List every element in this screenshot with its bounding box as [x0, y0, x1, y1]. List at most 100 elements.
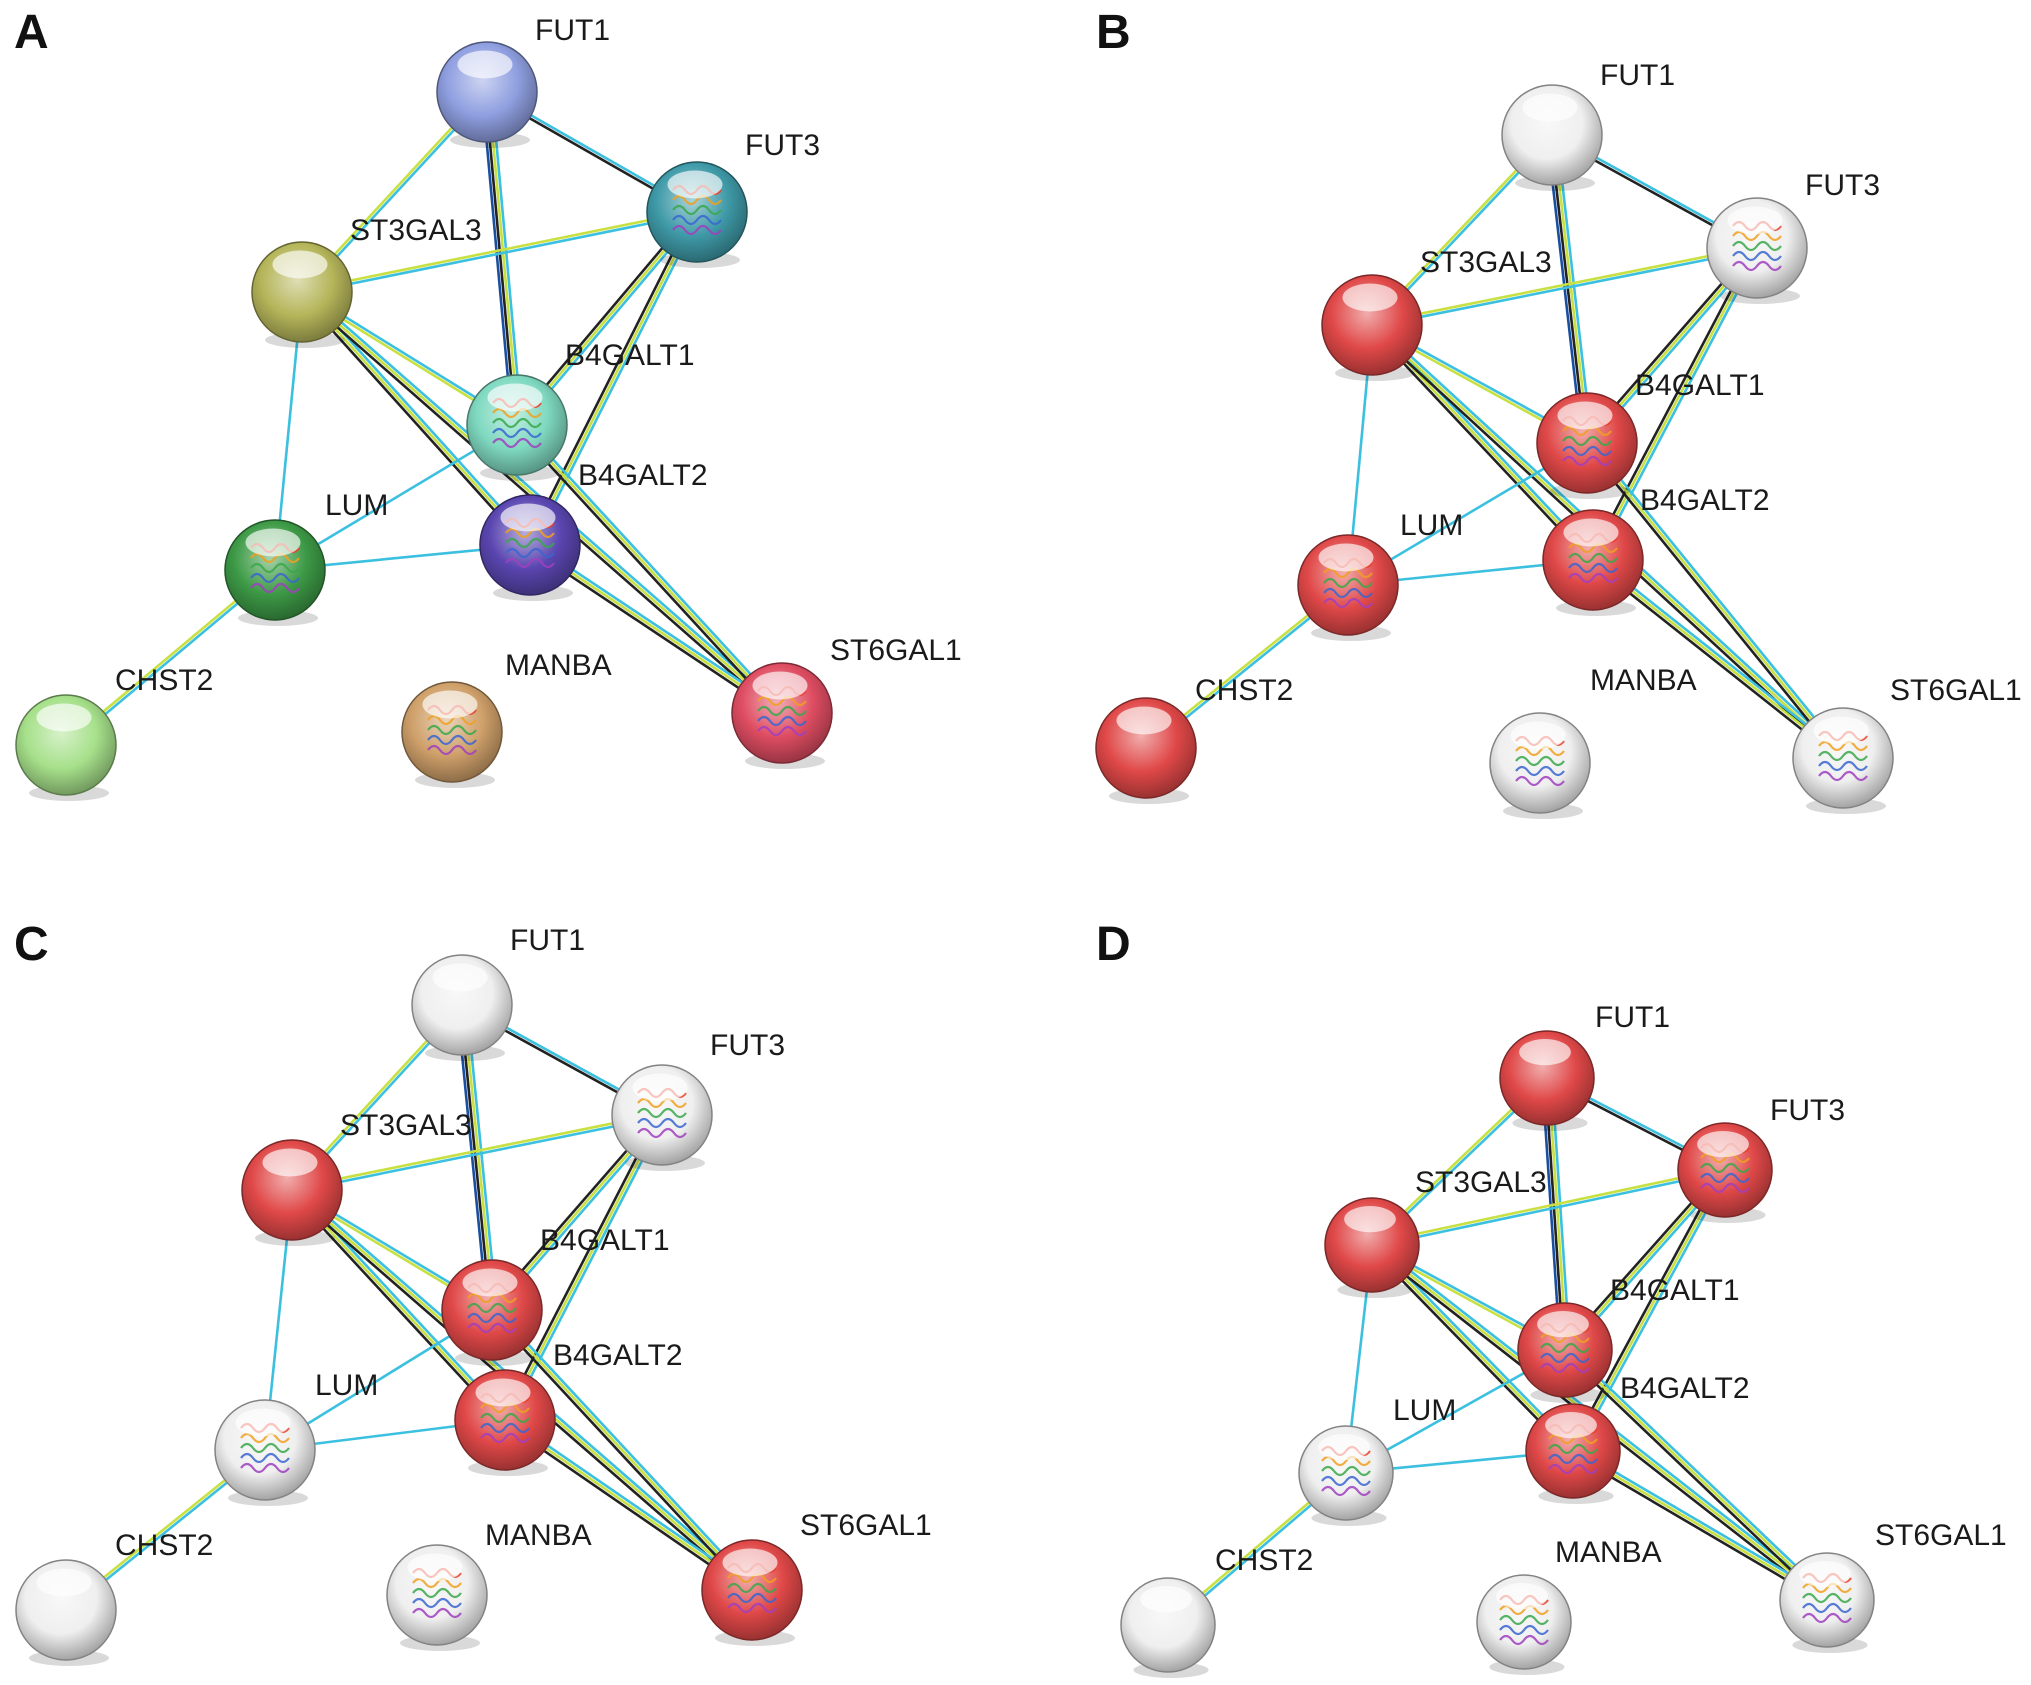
node-b4galt1[interactable] — [466, 374, 568, 481]
node-st3gal3[interactable] — [251, 241, 353, 348]
node-highlight — [36, 703, 92, 732]
node-highlight — [1697, 1130, 1749, 1158]
edge-line — [465, 1004, 499, 1310]
edge-line — [531, 212, 702, 548]
node-highlight — [462, 1268, 518, 1297]
node-label-b4galt2: B4GALT2 — [1640, 484, 1770, 517]
edge-line — [1573, 1447, 1830, 1599]
node-label-fut3: FUT3 — [1770, 1094, 1845, 1127]
node-label-chst2: CHST2 — [1195, 674, 1293, 707]
edge-line — [462, 1004, 495, 1310]
edge-fut3-st3gal3 — [301, 209, 698, 295]
edge-line — [1574, 1170, 1729, 1454]
node-fut1[interactable] — [1499, 1030, 1595, 1131]
node-label-b4galt1: B4GALT1 — [1610, 1274, 1740, 1307]
node-label-fut1: FUT1 — [1595, 1001, 1670, 1034]
node-b4galt1[interactable] — [441, 1259, 543, 1366]
node-manba[interactable] — [386, 1544, 488, 1651]
node-b4galt2[interactable] — [454, 1369, 556, 1476]
node-fut3[interactable] — [646, 161, 748, 268]
edge-line — [487, 91, 520, 425]
node-lum[interactable] — [1297, 534, 1399, 641]
node-highlight — [1318, 543, 1374, 572]
node-highlight — [1140, 1585, 1192, 1613]
node-fut3[interactable] — [1677, 1122, 1773, 1223]
node-st3gal3[interactable] — [1324, 1197, 1420, 1298]
node-label-st6gal1: ST6GAL1 — [830, 634, 962, 667]
node-fut1[interactable] — [1501, 84, 1603, 191]
node-st6gal1[interactable] — [1779, 1552, 1875, 1653]
node-st6gal1[interactable] — [731, 662, 833, 769]
node-chst2[interactable] — [1120, 1577, 1216, 1678]
node-st6gal1[interactable] — [1792, 707, 1894, 814]
edge-fut3-b4galt2 — [525, 209, 702, 548]
edge-line — [1371, 1167, 1725, 1245]
node-st6gal1[interactable] — [701, 1539, 803, 1646]
node-label-b4galt1: B4GALT1 — [1635, 369, 1765, 402]
edge-line — [525, 209, 696, 545]
node-manba[interactable] — [1476, 1574, 1572, 1675]
node-highlight — [457, 50, 513, 79]
node-b4galt1[interactable] — [1536, 392, 1638, 499]
node-label-st6gal1: ST6GAL1 — [1875, 1519, 2007, 1552]
node-chst2[interactable] — [15, 694, 117, 801]
node-highlight — [1496, 1582, 1548, 1610]
edge-line — [1371, 245, 1757, 325]
edge-b4galt2-st6gal1 — [1570, 1447, 1830, 1604]
node-label-st3gal3: ST3GAL3 — [1415, 1166, 1547, 1199]
node-label-fut3: FUT3 — [745, 129, 820, 162]
edge-line — [1566, 1346, 1831, 1599]
node-chst2[interactable] — [15, 1559, 117, 1666]
edge-line — [1588, 440, 1847, 757]
node-highlight — [1522, 93, 1578, 122]
edge-line — [459, 1005, 492, 1311]
node-label-chst2: CHST2 — [1215, 1544, 1313, 1577]
node-fut1[interactable] — [411, 954, 513, 1061]
node-b4galt2[interactable] — [1542, 509, 1644, 616]
node-fut3[interactable] — [1706, 197, 1808, 304]
edge-line — [1372, 248, 1758, 328]
node-highlight — [487, 383, 543, 412]
node-b4galt2[interactable] — [1525, 1403, 1621, 1504]
node-manba[interactable] — [401, 681, 503, 788]
node-manba[interactable] — [1489, 712, 1591, 819]
node-highlight — [1342, 283, 1398, 312]
edge-line — [490, 91, 524, 425]
node-lum[interactable] — [214, 1399, 316, 1506]
node-label-st6gal1: ST6GAL1 — [1890, 674, 2022, 707]
node-st3gal3[interactable] — [241, 1139, 343, 1246]
panel-letter-a: A — [14, 6, 49, 59]
node-highlight — [36, 1568, 92, 1597]
edge-line — [292, 1115, 663, 1193]
edge-line — [1592, 558, 1844, 760]
edge-line — [1594, 556, 1846, 757]
node-highlight — [1318, 1433, 1370, 1461]
edge-line — [488, 1311, 751, 1594]
node-label-b4galt1: B4GALT1 — [565, 339, 695, 372]
node-st3gal3[interactable] — [1321, 274, 1423, 381]
node-fut3[interactable] — [611, 1064, 713, 1171]
node-label-fut3: FUT3 — [1805, 169, 1880, 202]
node-highlight — [1545, 1411, 1597, 1439]
edge-line — [1549, 135, 1587, 444]
node-label-st3gal3: ST3GAL3 — [1420, 246, 1552, 279]
edge-line — [516, 424, 783, 714]
panel-letter-d: D — [1096, 918, 1131, 971]
node-lum[interactable] — [1298, 1425, 1394, 1526]
node-label-lum: LUM — [325, 489, 388, 522]
panel-letter-b: B — [1096, 6, 1131, 59]
node-label-manba: MANBA — [505, 649, 612, 682]
node-chst2[interactable] — [1095, 697, 1197, 804]
edge-b4galt2-st6gal1 — [1590, 556, 1846, 762]
node-label-st3gal3: ST3GAL3 — [350, 214, 482, 247]
edge-line — [1561, 1351, 1826, 1604]
node-b4galt2[interactable] — [479, 494, 581, 601]
node-b4galt1[interactable] — [1517, 1302, 1613, 1403]
protein-structure-icon — [757, 685, 807, 737]
node-lum[interactable] — [224, 519, 326, 626]
node-fut1[interactable] — [436, 41, 538, 148]
protein-structure-icon — [240, 1422, 290, 1474]
